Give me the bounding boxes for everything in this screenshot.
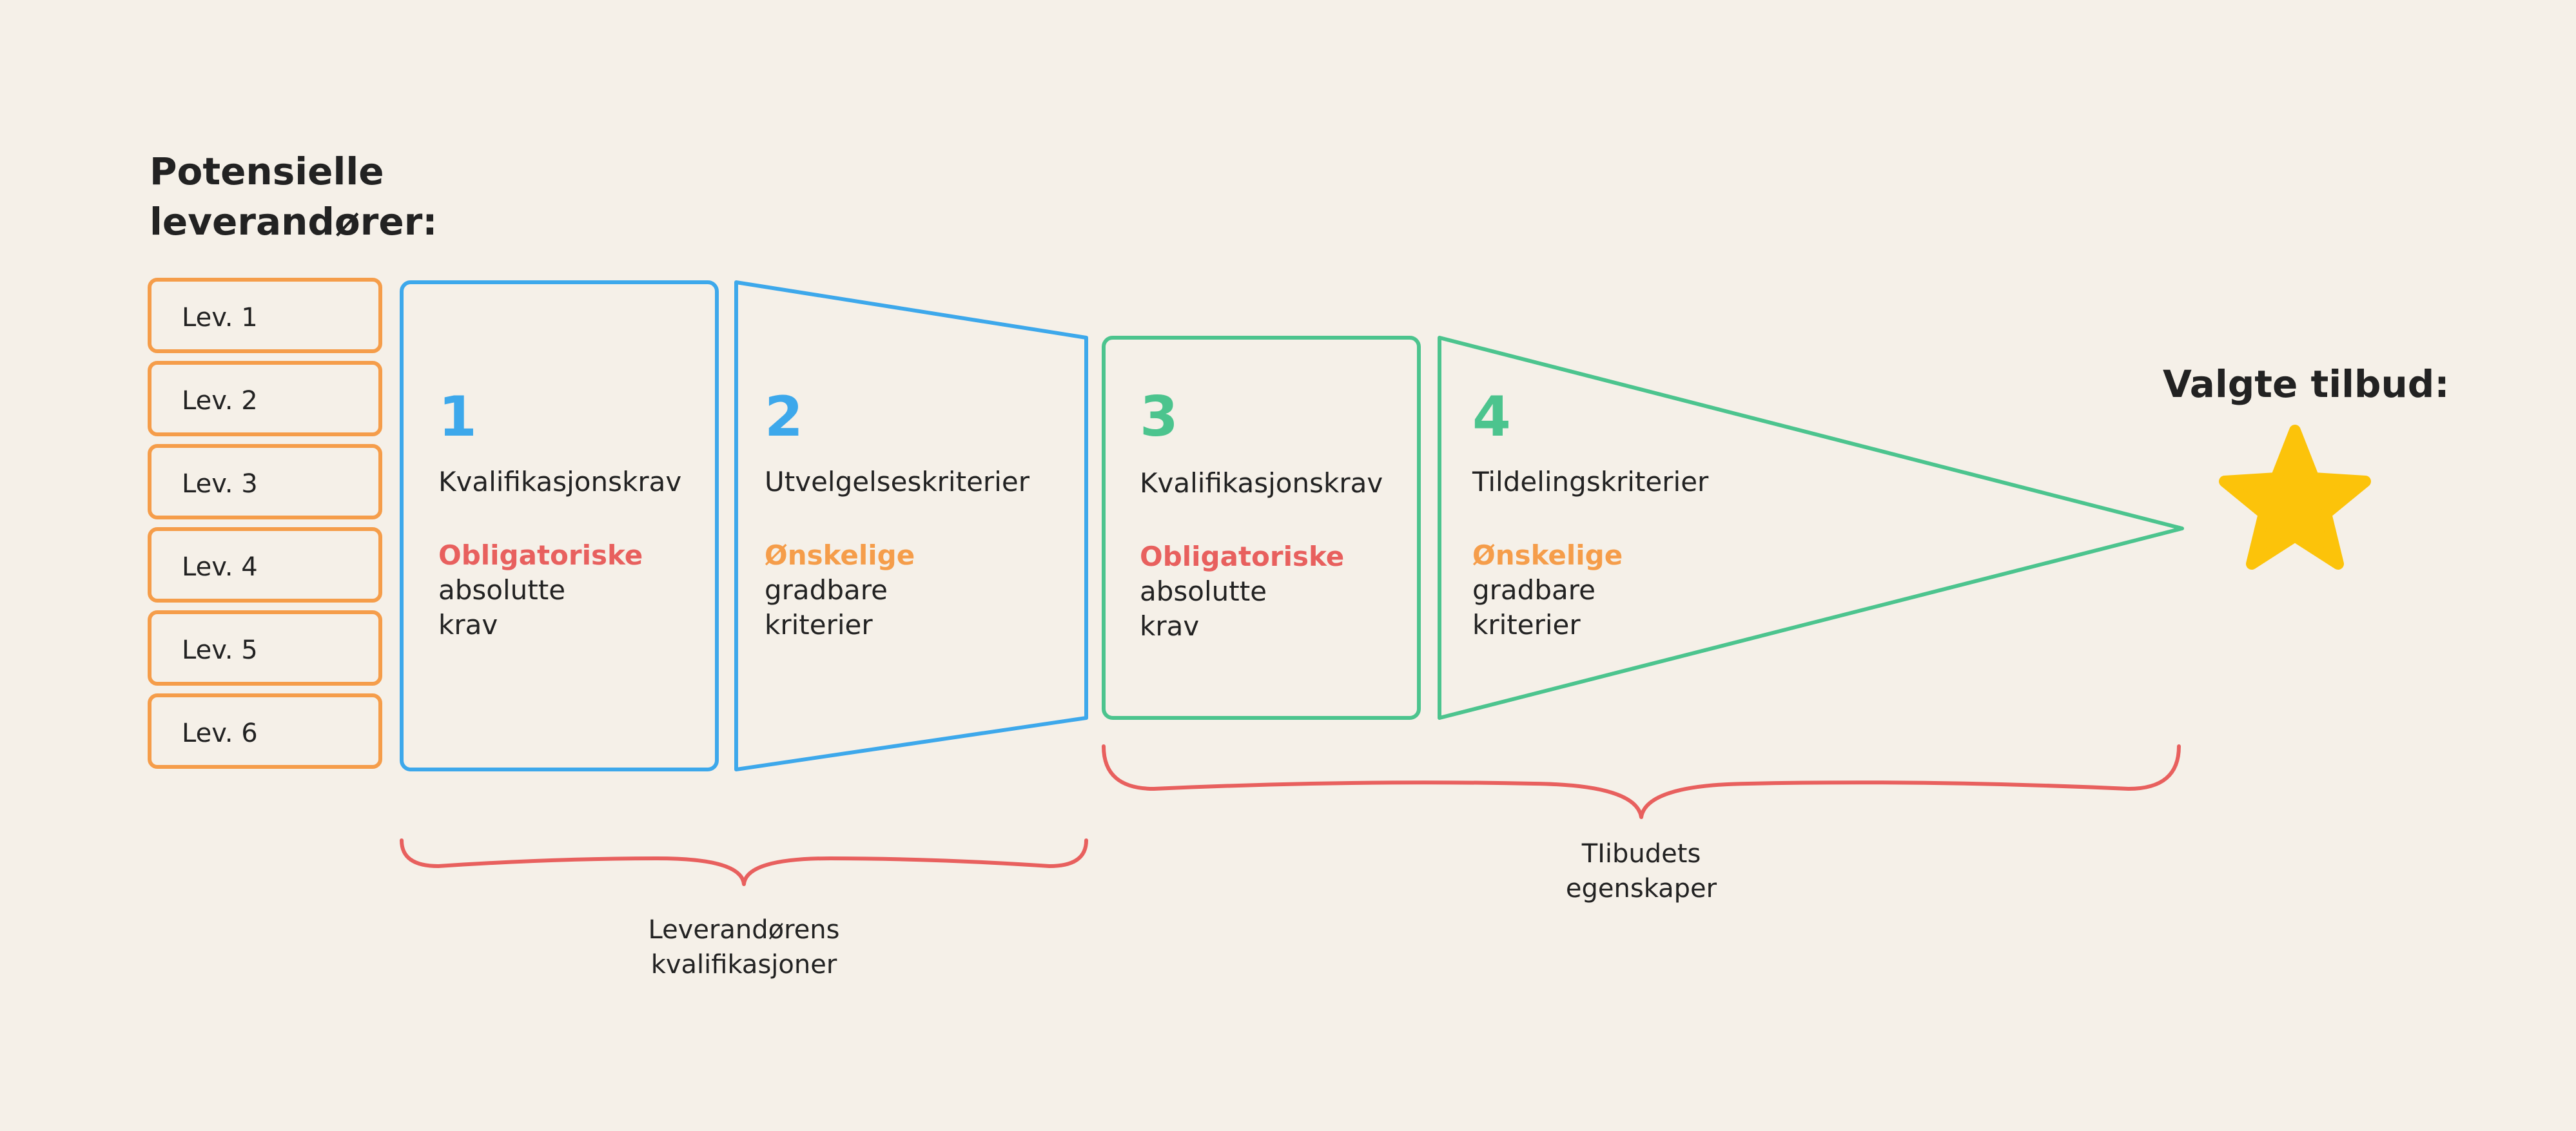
stage-2-number: 2 bbox=[765, 385, 803, 449]
result: Valgte tilbud: bbox=[2163, 362, 2450, 570]
supplier-list: Lev. 1 Lev. 2 Lev. 3 Lev. 4 Lev. 5 Lev. … bbox=[148, 278, 382, 769]
stage-3-line-1: absolutte bbox=[1140, 575, 1267, 607]
supplier-box: Lev. 3 bbox=[148, 444, 382, 519]
supplier-box-border bbox=[148, 278, 382, 353]
suppliers-heading-line-1: Potensielle bbox=[150, 150, 384, 193]
stage-1-line-1: absolutte bbox=[438, 574, 565, 606]
supplier-label: Lev. 2 bbox=[182, 386, 258, 416]
supplier-box-border bbox=[148, 610, 382, 686]
supplier-label: Lev. 6 bbox=[182, 719, 258, 748]
brace-shape bbox=[400, 838, 1088, 886]
brace-label-line-1: TIibudets bbox=[1581, 839, 1701, 869]
stage-2-line-1: gradbare bbox=[765, 574, 888, 606]
stage-2-title: Utvelgelseskriterier bbox=[765, 466, 1030, 498]
stage-1-title: Kvalifikasjonskrav bbox=[438, 466, 681, 498]
stage-1-line-2: krav bbox=[438, 609, 498, 641]
supplier-box: Lev. 2 bbox=[148, 361, 382, 436]
stage-1-number: 1 bbox=[438, 385, 477, 449]
stage-2: 2 Utvelgelseskriterier Ønskelige gradbar… bbox=[734, 280, 1088, 771]
supplier-label: Lev. 1 bbox=[182, 303, 258, 333]
stage-1-key: Obligatoriske bbox=[438, 539, 643, 571]
supplier-label: Lev. 4 bbox=[182, 552, 258, 582]
suppliers-heading-line-2: leverandører: bbox=[150, 200, 438, 244]
brace-offer-properties: TIibudets egenskaper bbox=[1102, 744, 2181, 904]
brace-shape bbox=[1102, 744, 2181, 819]
result-label: Valgte tilbud: bbox=[2163, 362, 2450, 406]
stage-1: 1 Kvalifikasjonskrav Obligatoriske absol… bbox=[400, 280, 719, 771]
stage-3-shape bbox=[1102, 336, 1421, 720]
supplier-label: Lev. 5 bbox=[182, 635, 258, 665]
stage-2-line-2: kriterier bbox=[765, 609, 873, 641]
stage-3-line-2: krav bbox=[1140, 610, 1199, 642]
supplier-box: Lev. 4 bbox=[148, 527, 382, 603]
supplier-box: Lev. 5 bbox=[148, 610, 382, 686]
brace-label-line-2: kvalifikasjoner bbox=[651, 950, 837, 980]
brace-label-line-1: Leverandørens bbox=[648, 915, 839, 945]
supplier-box-border bbox=[148, 444, 382, 519]
stage-4: 4 Tildelingskriterier Ønskelige gradbare… bbox=[1438, 336, 2184, 720]
stage-4-title: Tildelingskriterier bbox=[1472, 466, 1709, 498]
supplier-box-border bbox=[148, 693, 382, 769]
star-icon bbox=[2219, 425, 2371, 570]
supplier-box-border bbox=[148, 527, 382, 603]
supplier-box: Lev. 6 bbox=[148, 693, 382, 769]
stage-4-line-2: kriterier bbox=[1472, 609, 1581, 641]
stage-4-key: Ønskelige bbox=[1472, 539, 1623, 571]
stage-2-shape bbox=[734, 280, 1088, 771]
supplier-label: Lev. 3 bbox=[182, 469, 258, 499]
stage-4-line-1: gradbare bbox=[1472, 574, 1595, 606]
stage-4-number: 4 bbox=[1472, 385, 1511, 449]
supplier-box-border bbox=[148, 361, 382, 436]
stage-3-number: 3 bbox=[1140, 385, 1178, 449]
supplier-box: Lev. 1 bbox=[148, 278, 382, 353]
stage-3: 3 Kvalifikasjonskrav Obligatoriske absol… bbox=[1102, 336, 1421, 720]
brace-label-line-2: egenskaper bbox=[1566, 874, 1717, 904]
stage-1-shape bbox=[400, 280, 719, 771]
stage-2-key: Ønskelige bbox=[765, 539, 915, 571]
stage-3-key: Obligatoriske bbox=[1140, 541, 1344, 572]
stage-4-shape bbox=[1438, 336, 2184, 720]
stage-3-title: Kvalifikasjonskrav bbox=[1140, 467, 1383, 499]
brace-supplier-qualifications: Leverandørens kvalifikasjoner bbox=[400, 838, 1088, 980]
